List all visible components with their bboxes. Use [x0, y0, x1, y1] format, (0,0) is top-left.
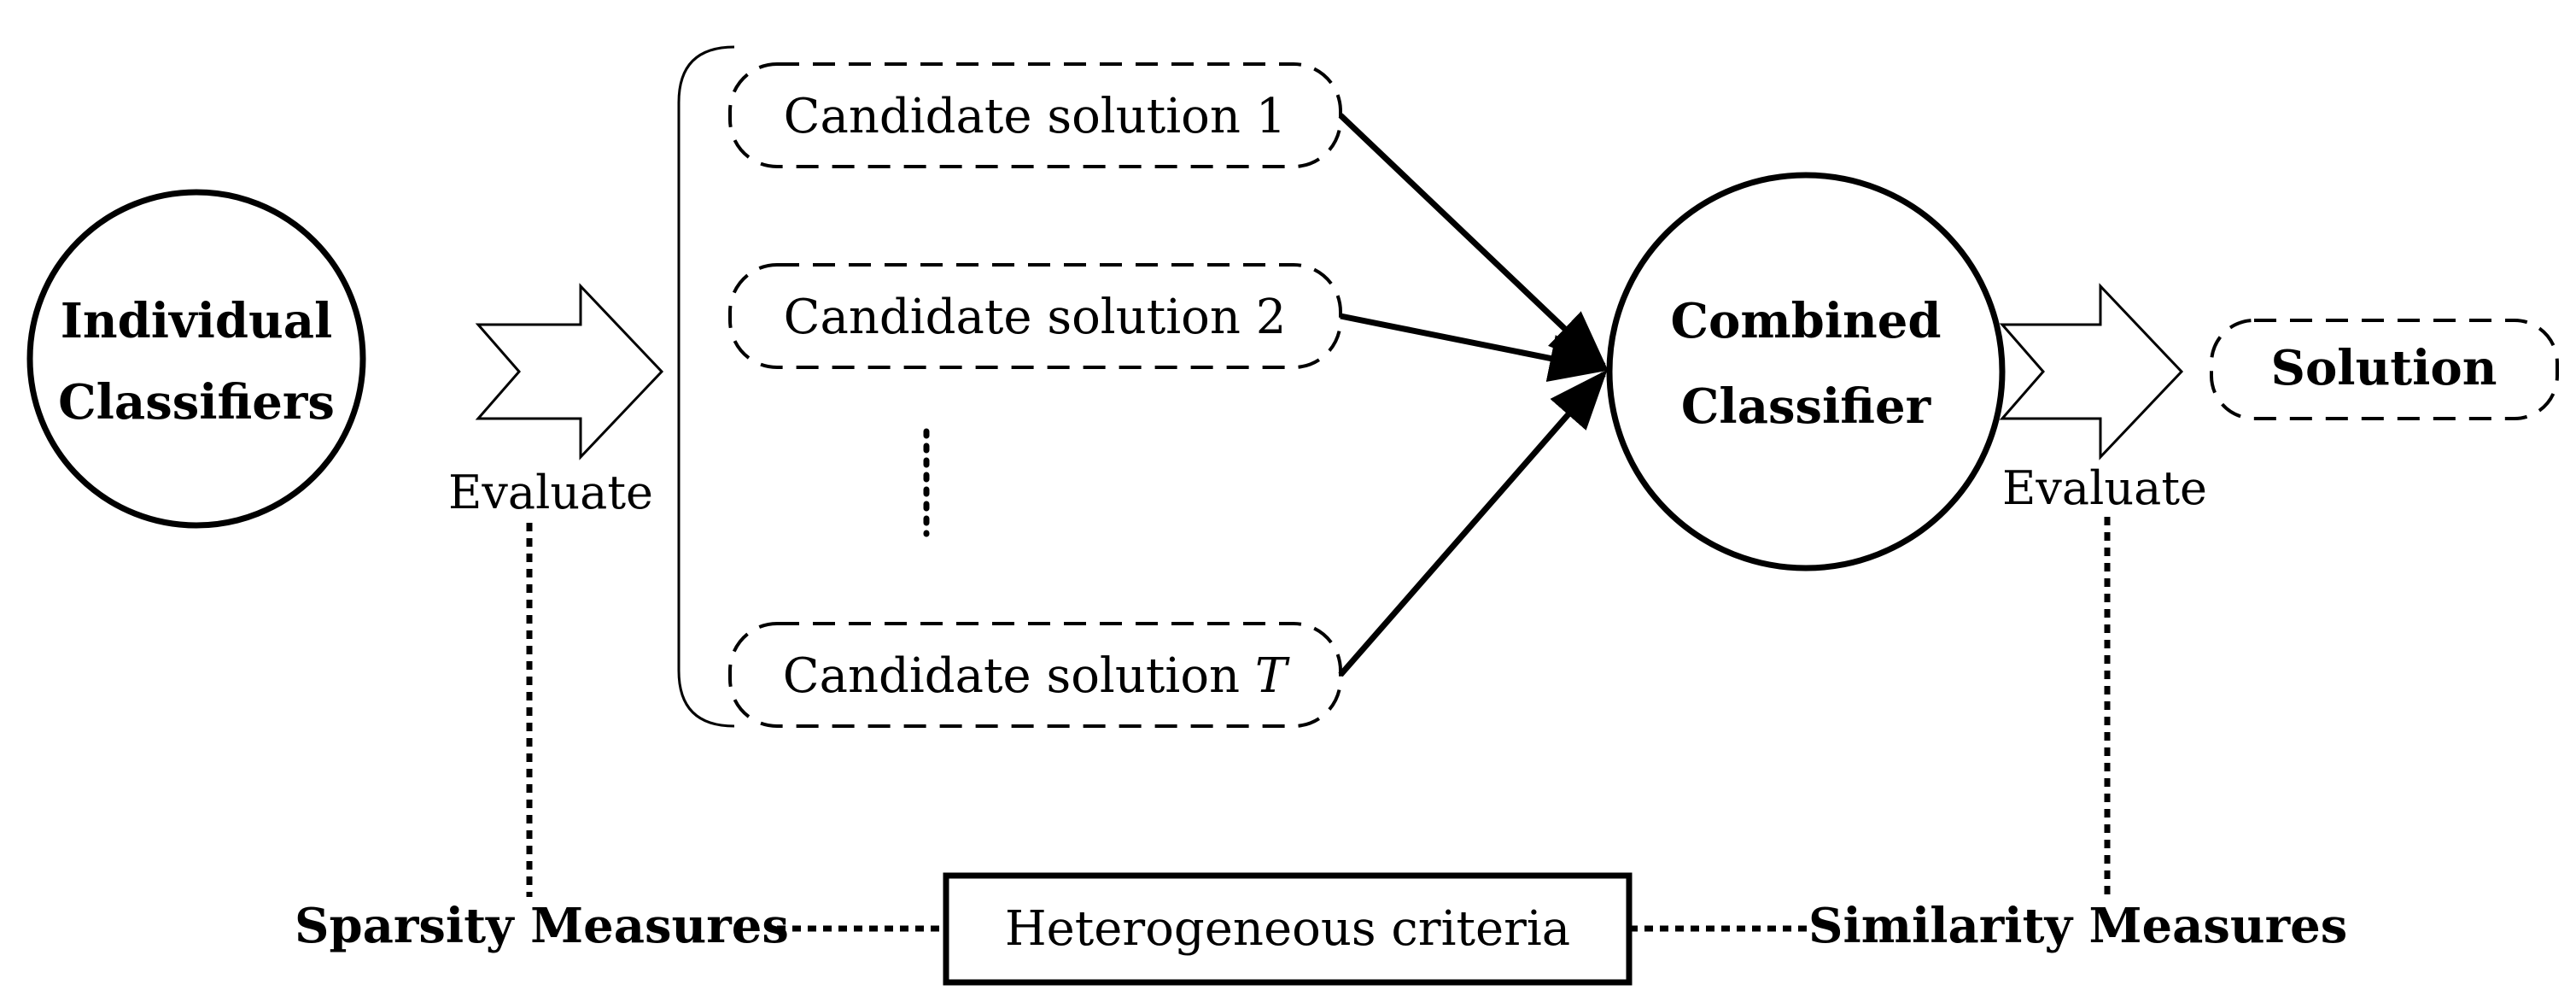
similarity-measures-label: Similarity Measures	[1808, 898, 2347, 954]
candidate-bracket	[677, 45, 735, 728]
heterogeneous-criteria-box: Heterogeneous criteria	[943, 872, 1633, 986]
svg-text:Candidate solution T: Candidate solution T	[783, 648, 1290, 704]
svg-text:Heterogeneous criteria: Heterogeneous criteria	[1005, 901, 1570, 957]
svg-text:Candidate solution 1: Candidate solution 1	[784, 89, 1287, 144]
evaluate-right-label: Evaluate	[2002, 461, 2207, 515]
svg-text:Solution: Solution	[2271, 340, 2497, 396]
evaluate-left-label: Evaluate	[448, 466, 653, 519]
combined-classifier-node: Combined Classifier	[1606, 172, 2006, 571]
candidate-t-prefix: Candidate solution	[783, 648, 1255, 704]
arrow-ct-to-combined	[1338, 369, 1608, 677]
candidate-solution-1: Candidate solution 1	[728, 62, 1342, 168]
evaluate-left-arrow-icon	[475, 283, 664, 460]
combined-label-1: Combined	[1670, 293, 1941, 349]
solution-node: Solution	[2210, 319, 2559, 420]
candidate-t-variable: T	[1255, 648, 1290, 704]
combined-label-2: Classifier	[1681, 378, 1932, 435]
svg-text:Candidate solution 2: Candidate solution 2	[784, 290, 1287, 345]
candidate-solution-t: Candidate solution T	[728, 622, 1342, 728]
arrow-c1-to-combined	[1338, 113, 1609, 370]
sparsity-measures-label: Sparsity Measures	[295, 898, 789, 954]
evaluate-right-arrow-icon	[1999, 283, 2184, 460]
individual-label-1: Individual	[61, 293, 333, 349]
individual-classifiers-node: Individual Classifiers	[26, 189, 366, 529]
candidate-solution-2: Candidate solution 2	[728, 263, 1342, 369]
arrow-c2-to-combined	[1340, 313, 1609, 383]
individual-label-2: Classifiers	[58, 374, 335, 431]
